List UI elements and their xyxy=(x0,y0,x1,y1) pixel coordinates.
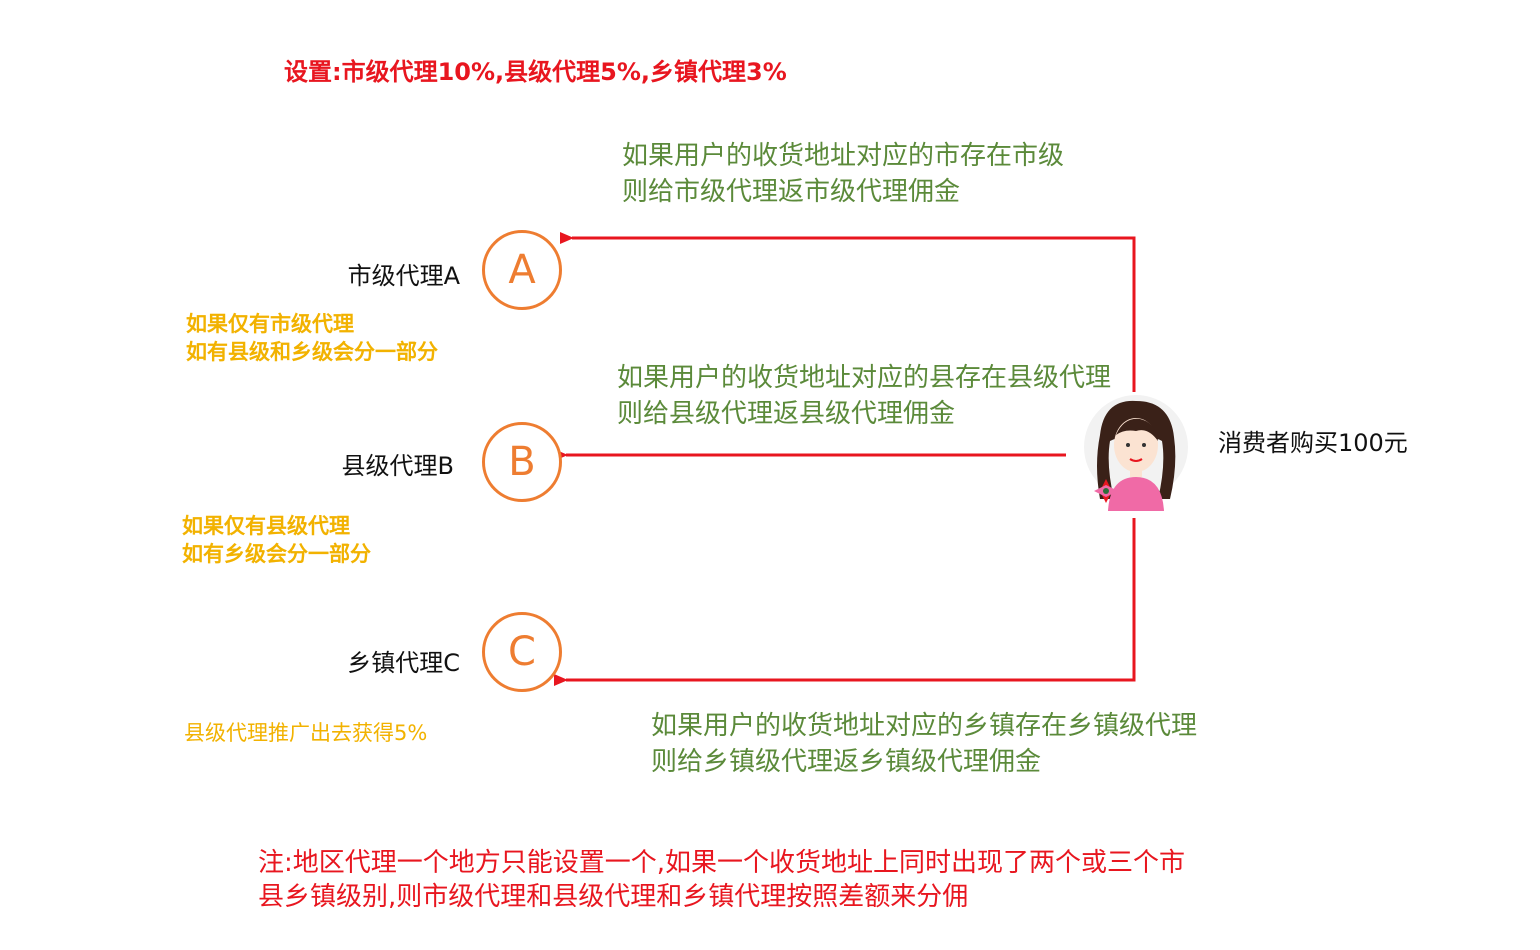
rule-city: 如果用户的收货地址对应的市存在市级 则给市级代理返市级代理佣金 xyxy=(622,138,1064,210)
agent-label-county: 县级代理B xyxy=(341,452,454,480)
consumer-avatar-icon xyxy=(1084,395,1188,511)
note-county-line2: 如有乡级会分一部分 xyxy=(182,542,371,566)
rule-county-line1: 如果用户的收货地址对应的县存在县级代理 xyxy=(617,363,1112,393)
note-city-line1: 如果仅有市级代理 xyxy=(186,312,354,336)
agent-label-town: 乡镇代理C xyxy=(347,649,460,677)
rule-city-line2: 则给市级代理返市级代理佣金 xyxy=(622,177,961,207)
rule-county: 如果用户的收货地址对应的县存在县级代理 则给县级代理返县级代理佣金 xyxy=(617,360,1111,432)
rule-town-line2: 则给乡镇级代理返乡镇级代理佣金 xyxy=(651,747,1042,777)
arrow-to-c xyxy=(554,518,1136,686)
rule-town: 如果用户的收货地址对应的乡镇存在乡镇级代理 则给乡镇级代理返乡镇级代理佣金 xyxy=(651,708,1197,780)
note-county-line1: 如果仅有县级代理 xyxy=(182,514,350,538)
rule-city-line1: 如果用户的收货地址对应的市存在市级 xyxy=(622,141,1065,171)
note-city-line2: 如有县级和乡级会分一部分 xyxy=(186,340,438,364)
footer-line1: 注:地区代理一个地方只能设置一个,如果一个收货地址上同时出现了两个或三个市 xyxy=(258,848,1186,878)
agent-label-city: 市级代理A xyxy=(347,262,460,290)
footer-note: 注:地区代理一个地方只能设置一个,如果一个收货地址上同时出现了两个或三个市 县乡… xyxy=(258,846,1185,914)
rule-town-line1: 如果用户的收货地址对应的乡镇存在乡镇级代理 xyxy=(651,711,1198,741)
note-county: 如果仅有县级代理 如有乡级会分一部分 xyxy=(182,512,371,568)
agent-node-a: A xyxy=(482,230,562,310)
footer-line2: 县乡镇级别,则市级代理和县级代理和乡镇代理按照差额来分佣 xyxy=(258,882,969,912)
arrow-to-a xyxy=(560,232,1136,392)
note-city: 如果仅有市级代理 如有县级和乡级会分一部分 xyxy=(186,310,438,366)
agent-node-b: B xyxy=(482,422,562,502)
agent-node-c: C xyxy=(482,612,562,692)
note-town: 县级代理推广出去获得5% xyxy=(184,719,427,747)
rule-county-line2: 则给县级代理返县级代理佣金 xyxy=(617,399,956,429)
note-town-line1: 县级代理推广出去获得5% xyxy=(184,721,428,745)
consumer-label: 消费者购买100元 xyxy=(1218,429,1408,457)
setting-title: 设置:市级代理10%,县级代理5%,乡镇代理3% xyxy=(284,58,787,86)
